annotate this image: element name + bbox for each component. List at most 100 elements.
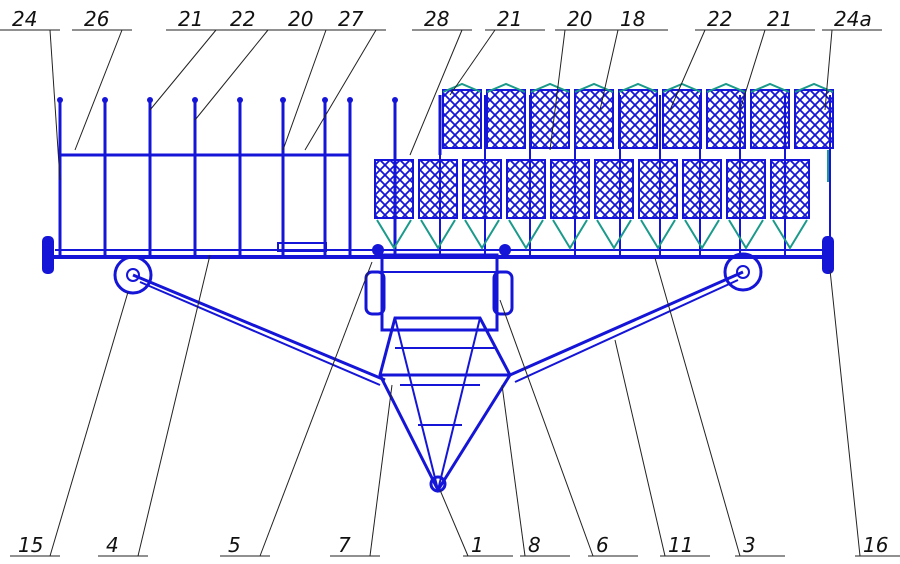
drawbar-side [394, 317, 439, 491]
leader-line [282, 29, 327, 151]
harrow-panel-upper [442, 89, 482, 149]
leader-line [599, 29, 619, 111]
tine-post-cap [192, 97, 198, 103]
hitch-eye [429, 475, 447, 493]
diagonal-strut-right-b [514, 279, 739, 383]
leader-line [49, 29, 61, 181]
leader-line [501, 384, 526, 557]
panel-chain [596, 219, 632, 250]
panel-chain [420, 219, 456, 250]
tine-post-cap [322, 97, 328, 103]
tine-post-cap [347, 97, 353, 103]
leader-line [409, 29, 463, 156]
leader-line [149, 29, 217, 111]
leader-line [739, 29, 766, 111]
leader-line [549, 29, 566, 151]
harrow-panel-upper [530, 89, 570, 149]
panel-chain [662, 82, 702, 93]
tine-post-cap [237, 97, 243, 103]
callout-label-21: 21 [767, 7, 792, 31]
callout-label-16: 16 [863, 533, 888, 557]
leader-line [824, 29, 833, 111]
callout-label-22: 22 [230, 7, 255, 31]
panel-chain [684, 219, 720, 250]
leader-line [829, 269, 861, 557]
callout-label-18: 18 [620, 7, 645, 31]
panel-chain [706, 82, 746, 93]
tine-post-cap [147, 97, 153, 103]
harrow-panel-lower [770, 159, 810, 219]
hinge-left [372, 244, 384, 256]
panel-chain [376, 219, 412, 250]
panel-chain [552, 219, 588, 250]
callout-label-21: 21 [497, 7, 522, 31]
harrow-panel-upper [486, 89, 526, 149]
callout-label-27: 27 [338, 7, 364, 31]
carriage-wheel-right [492, 270, 514, 316]
carriage-wheel-left [364, 270, 386, 316]
panel-chain [486, 82, 526, 93]
callout-label-4: 4 [106, 533, 119, 557]
end-wheel-left [42, 236, 54, 274]
panel-chain [508, 219, 544, 250]
harrow-panel-lower [594, 159, 634, 219]
drawbar-frame [378, 316, 512, 494]
leader-line [194, 29, 269, 121]
diagonal-strut-left-b [139, 281, 381, 386]
harrow-panel-lower [726, 159, 766, 219]
callout-label-6: 6 [596, 533, 609, 557]
callout-label-3: 3 [743, 533, 756, 557]
callout-label-11: 11 [668, 533, 693, 557]
panel-chain [728, 219, 764, 250]
drawbar-side-2 [437, 317, 481, 491]
tine-post-cap [280, 97, 286, 103]
callout-label-20: 20 [288, 7, 313, 31]
leader-line [449, 29, 496, 96]
callout-label-1: 1 [471, 533, 484, 557]
leader-line [74, 29, 123, 151]
leader-line [669, 29, 706, 111]
tine-post-cap [57, 97, 63, 103]
leader-line [137, 254, 211, 557]
transport-wheel [723, 252, 763, 292]
leader-line [654, 257, 741, 557]
harrow-panel-lower [418, 159, 458, 219]
machine-frame [42, 82, 834, 494]
panel-chain [530, 82, 570, 93]
harrow-panel-lower [506, 159, 546, 219]
harrow-panel-upper [794, 89, 834, 149]
panel-chain [574, 82, 614, 93]
leader-line [499, 299, 594, 557]
harrow-panel-lower [682, 159, 722, 219]
leader-line [259, 261, 373, 557]
bracket [277, 242, 327, 252]
callout-label-20: 20 [567, 7, 592, 31]
harrow-panel-upper [662, 89, 702, 149]
panel-chain [464, 219, 500, 250]
central-carriage [380, 253, 499, 332]
harrow-panel-upper [706, 89, 746, 149]
tine-post-cap [392, 97, 398, 103]
panel-chain [442, 82, 482, 93]
end-wheel-right [822, 236, 834, 274]
callout-label-28: 28 [424, 7, 449, 31]
harrow-panel-upper [750, 89, 790, 149]
callout-label-21: 21 [178, 7, 203, 31]
callout-label-7: 7 [338, 533, 351, 557]
callout-label-22: 22 [707, 7, 732, 31]
leader-line [369, 384, 393, 557]
wheel-hub [736, 265, 750, 279]
harrow-panel-lower [638, 159, 678, 219]
callout-label-26: 26 [84, 7, 109, 31]
panel-chain [618, 82, 658, 93]
callout-label-15: 15 [18, 533, 43, 557]
panel-chain [772, 219, 808, 250]
callout-label-24: 24 [12, 7, 37, 31]
leader-line [439, 489, 469, 557]
panel-chain [750, 82, 790, 93]
harrow-panel-lower [462, 159, 502, 219]
harrow-panel-lower [550, 159, 590, 219]
wheel-hub [126, 268, 140, 282]
